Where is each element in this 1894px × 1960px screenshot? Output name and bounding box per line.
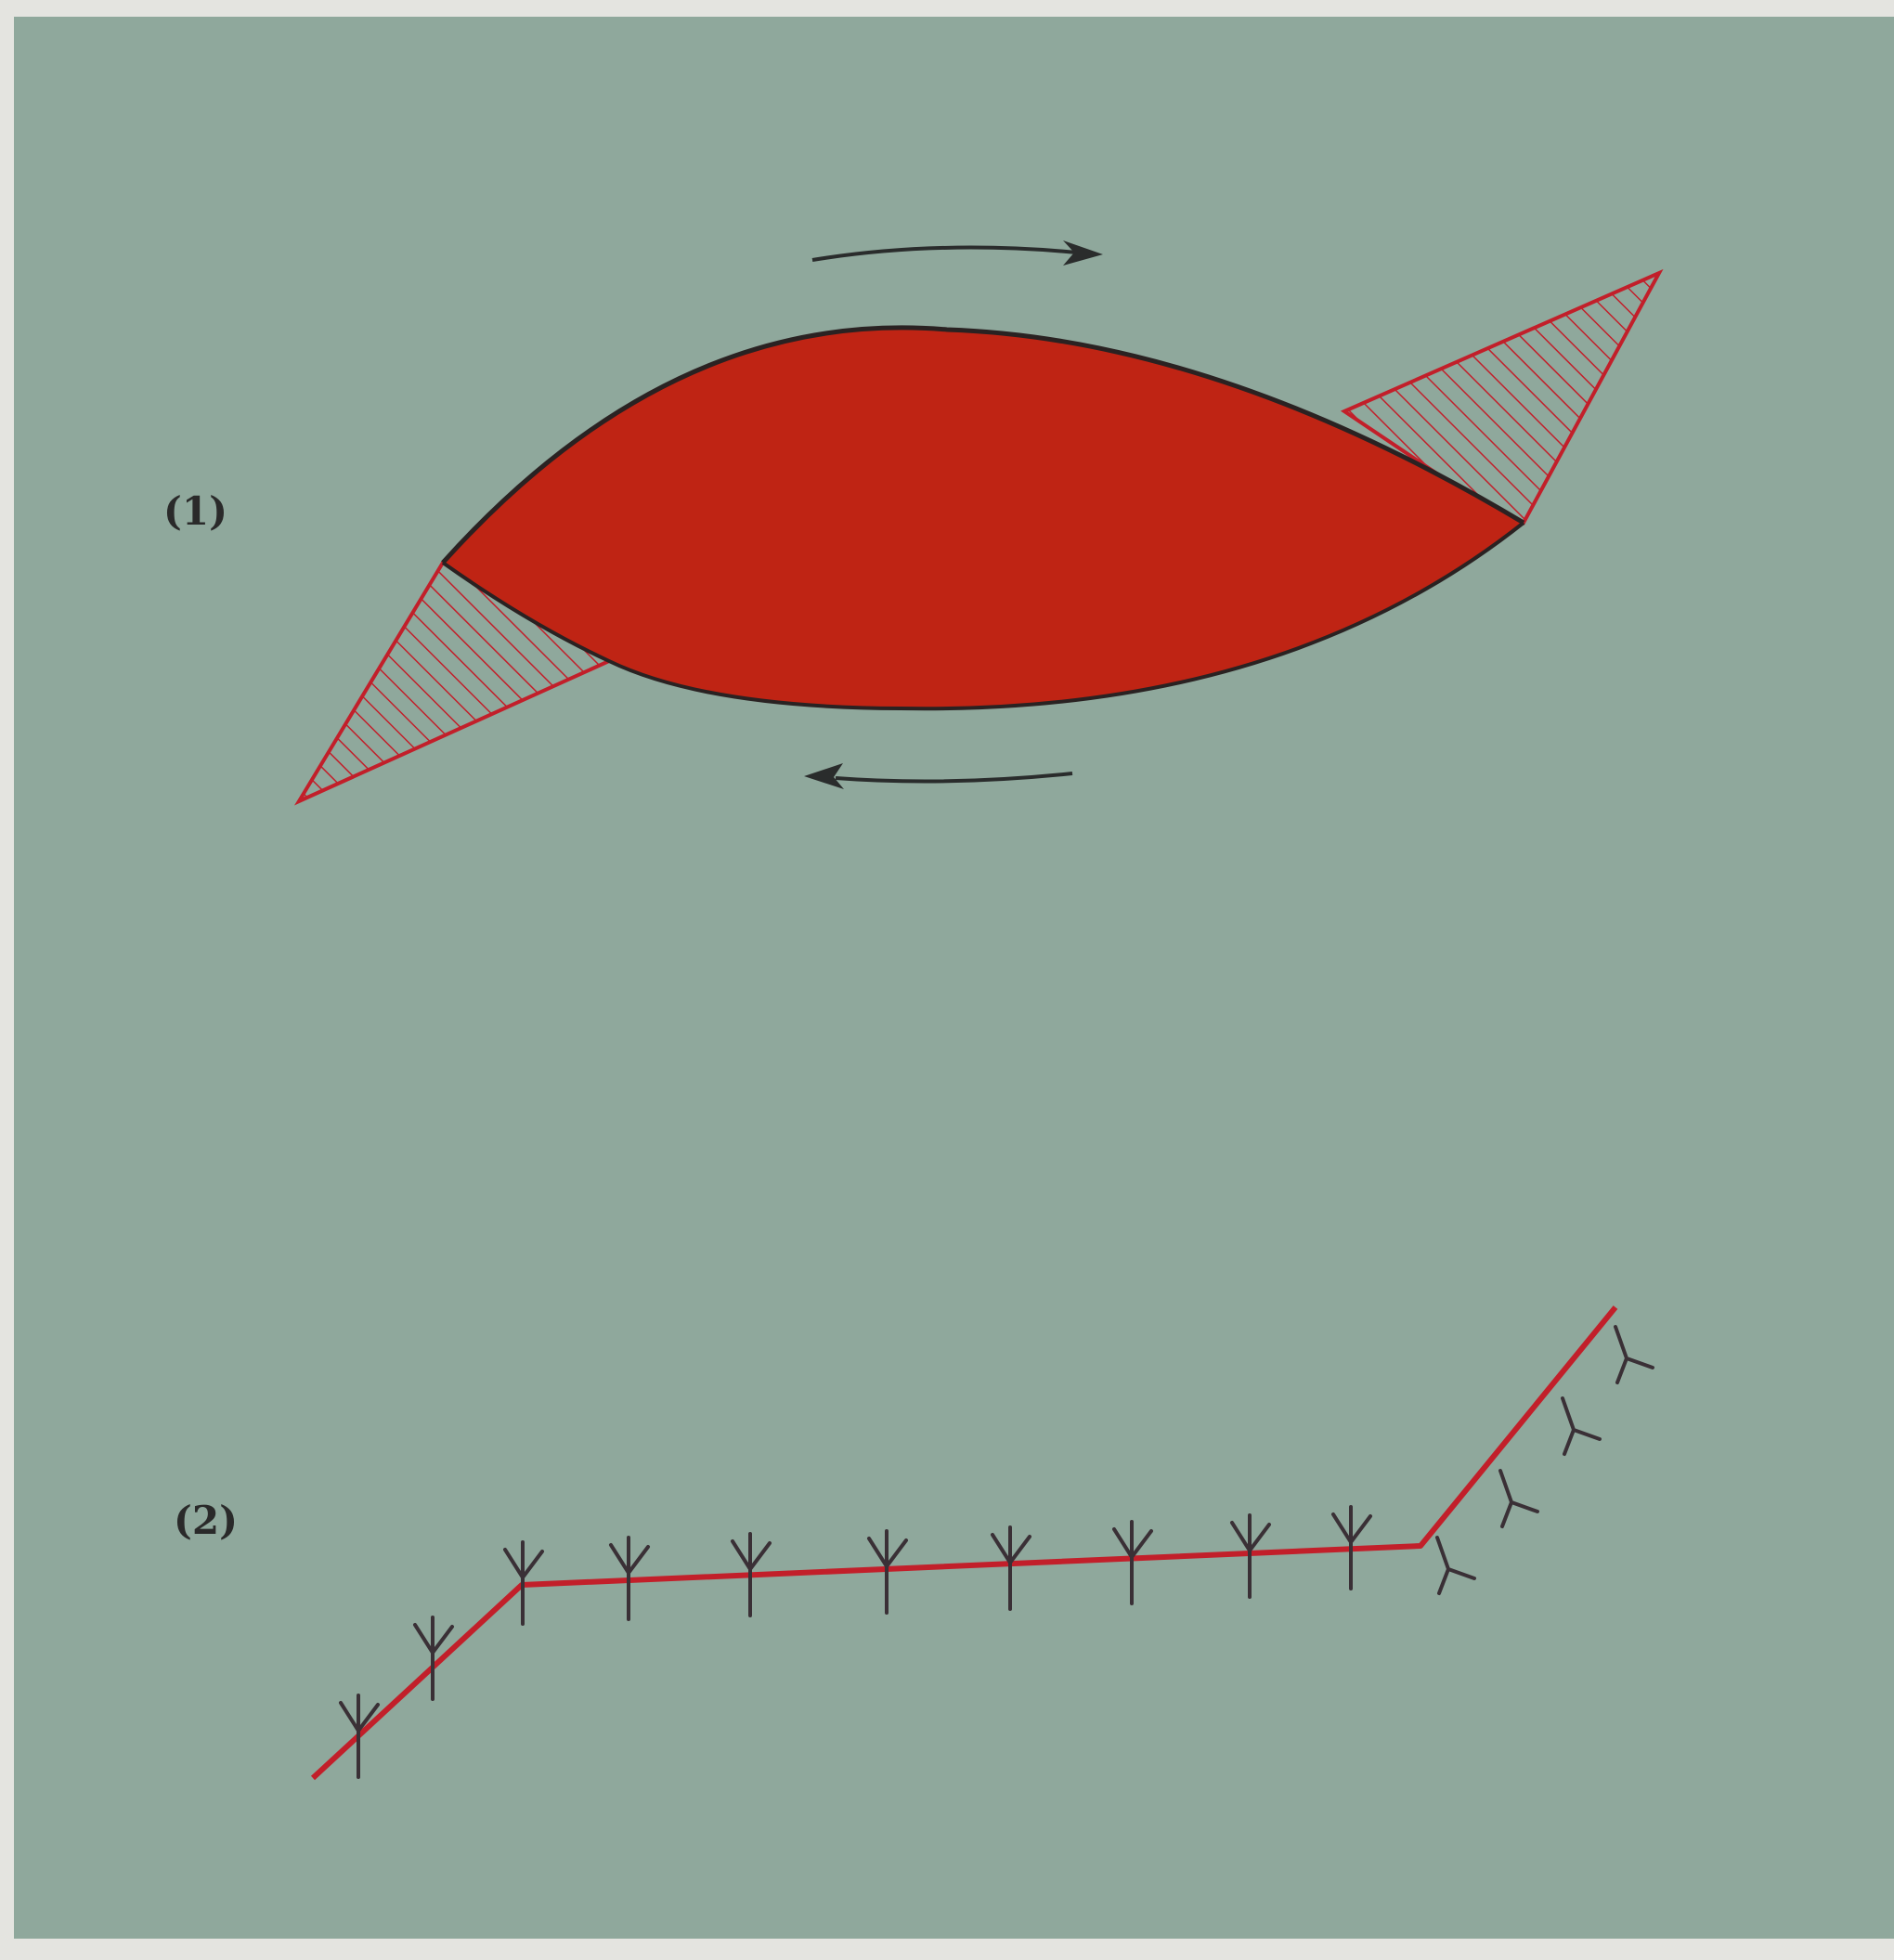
- step-1-label: (1): [163, 488, 227, 534]
- step-2-label: (2): [174, 1498, 238, 1543]
